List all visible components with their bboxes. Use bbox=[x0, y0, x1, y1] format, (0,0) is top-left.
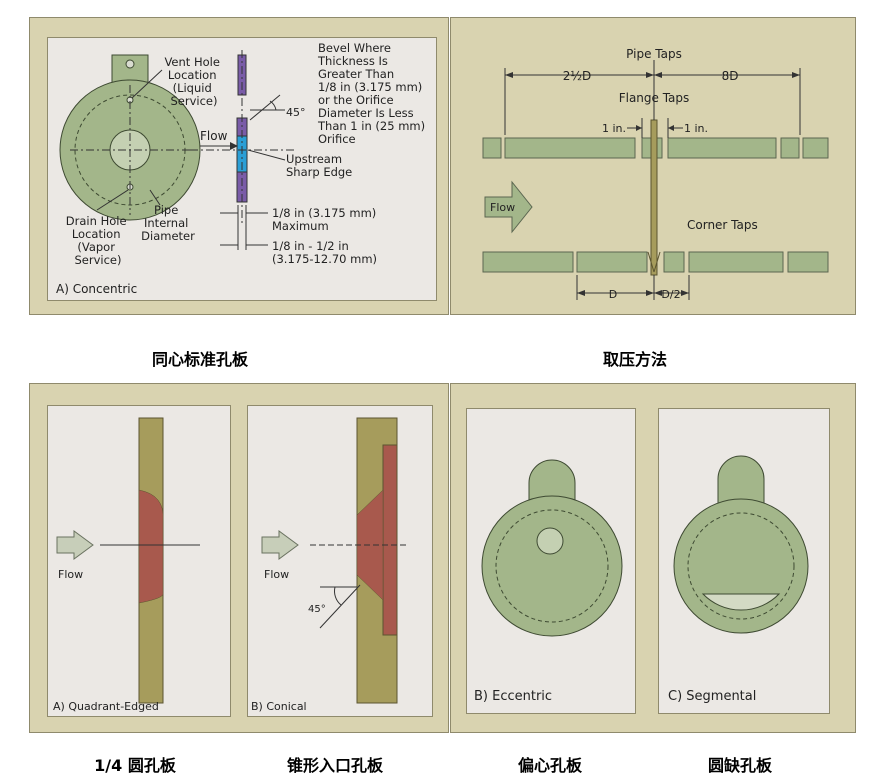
thickness-max-label: 1/8 in (3.175 mm) Maximum bbox=[272, 206, 380, 233]
thickness-range-label: 1/8 in - 1/2 in (3.175-12.70 mm) bbox=[272, 239, 377, 266]
flow-arrow bbox=[484, 180, 533, 234]
flange-taps-label: Flange Taps bbox=[619, 91, 690, 105]
dim-d: D bbox=[609, 288, 617, 301]
eccentric-label: B) Eccentric bbox=[474, 689, 552, 704]
pipe-internal-label: Pipe Internal Diameter bbox=[141, 203, 195, 243]
drain-hole-label: Drain Hole Location (Vapor Service) bbox=[66, 214, 130, 267]
one-in-left: 1 in. bbox=[602, 122, 626, 135]
conical-inner bbox=[247, 405, 433, 717]
vent-hole-label: Vent Hole Location (Liquid Service) bbox=[164, 55, 223, 108]
caption-eccentric: 偏心孔板 bbox=[517, 756, 582, 775]
quadrant-label: A) Quadrant-Edged bbox=[53, 700, 159, 713]
eccentric-bore bbox=[536, 527, 564, 555]
upstream-label: Upstream Sharp Edge bbox=[286, 152, 352, 179]
conical-angle-label: 45° bbox=[308, 604, 326, 615]
corner-taps-label: Corner Taps bbox=[687, 218, 758, 232]
dim-d2: D/2 bbox=[661, 288, 680, 301]
flow-label: Flow bbox=[200, 129, 228, 143]
segmental-label: C) Segmental bbox=[668, 689, 756, 704]
one-in-right: 1 in. bbox=[684, 122, 708, 135]
bevel-label: Bevel Where Thickness Is Greater Than 1/… bbox=[317, 41, 429, 146]
caption-conical: 锥形入口孔板 bbox=[286, 756, 383, 775]
dim-8d: 8D bbox=[722, 69, 739, 83]
conical-flow-label: Flow bbox=[264, 568, 289, 581]
taps-flow-label: Flow bbox=[490, 201, 515, 214]
dim-2-5d: 2½D bbox=[563, 69, 592, 83]
pipe-taps-label: Pipe Taps bbox=[626, 47, 682, 61]
tab-hole bbox=[125, 59, 135, 69]
caption-quadrant: 1/4 圆孔板 bbox=[94, 756, 176, 775]
conical-label: B) Conical bbox=[251, 700, 307, 713]
quadrant-flow-label: Flow bbox=[58, 568, 83, 581]
caption-segmental: 圆缺孔板 bbox=[707, 756, 772, 775]
angle-label: 45° bbox=[286, 106, 306, 119]
caption-concentric: 同心标准孔板 bbox=[151, 350, 248, 369]
segmental-opening bbox=[701, 593, 781, 611]
caption-taps: 取压方法 bbox=[602, 350, 667, 369]
concentric-label: A) Concentric bbox=[56, 282, 137, 296]
